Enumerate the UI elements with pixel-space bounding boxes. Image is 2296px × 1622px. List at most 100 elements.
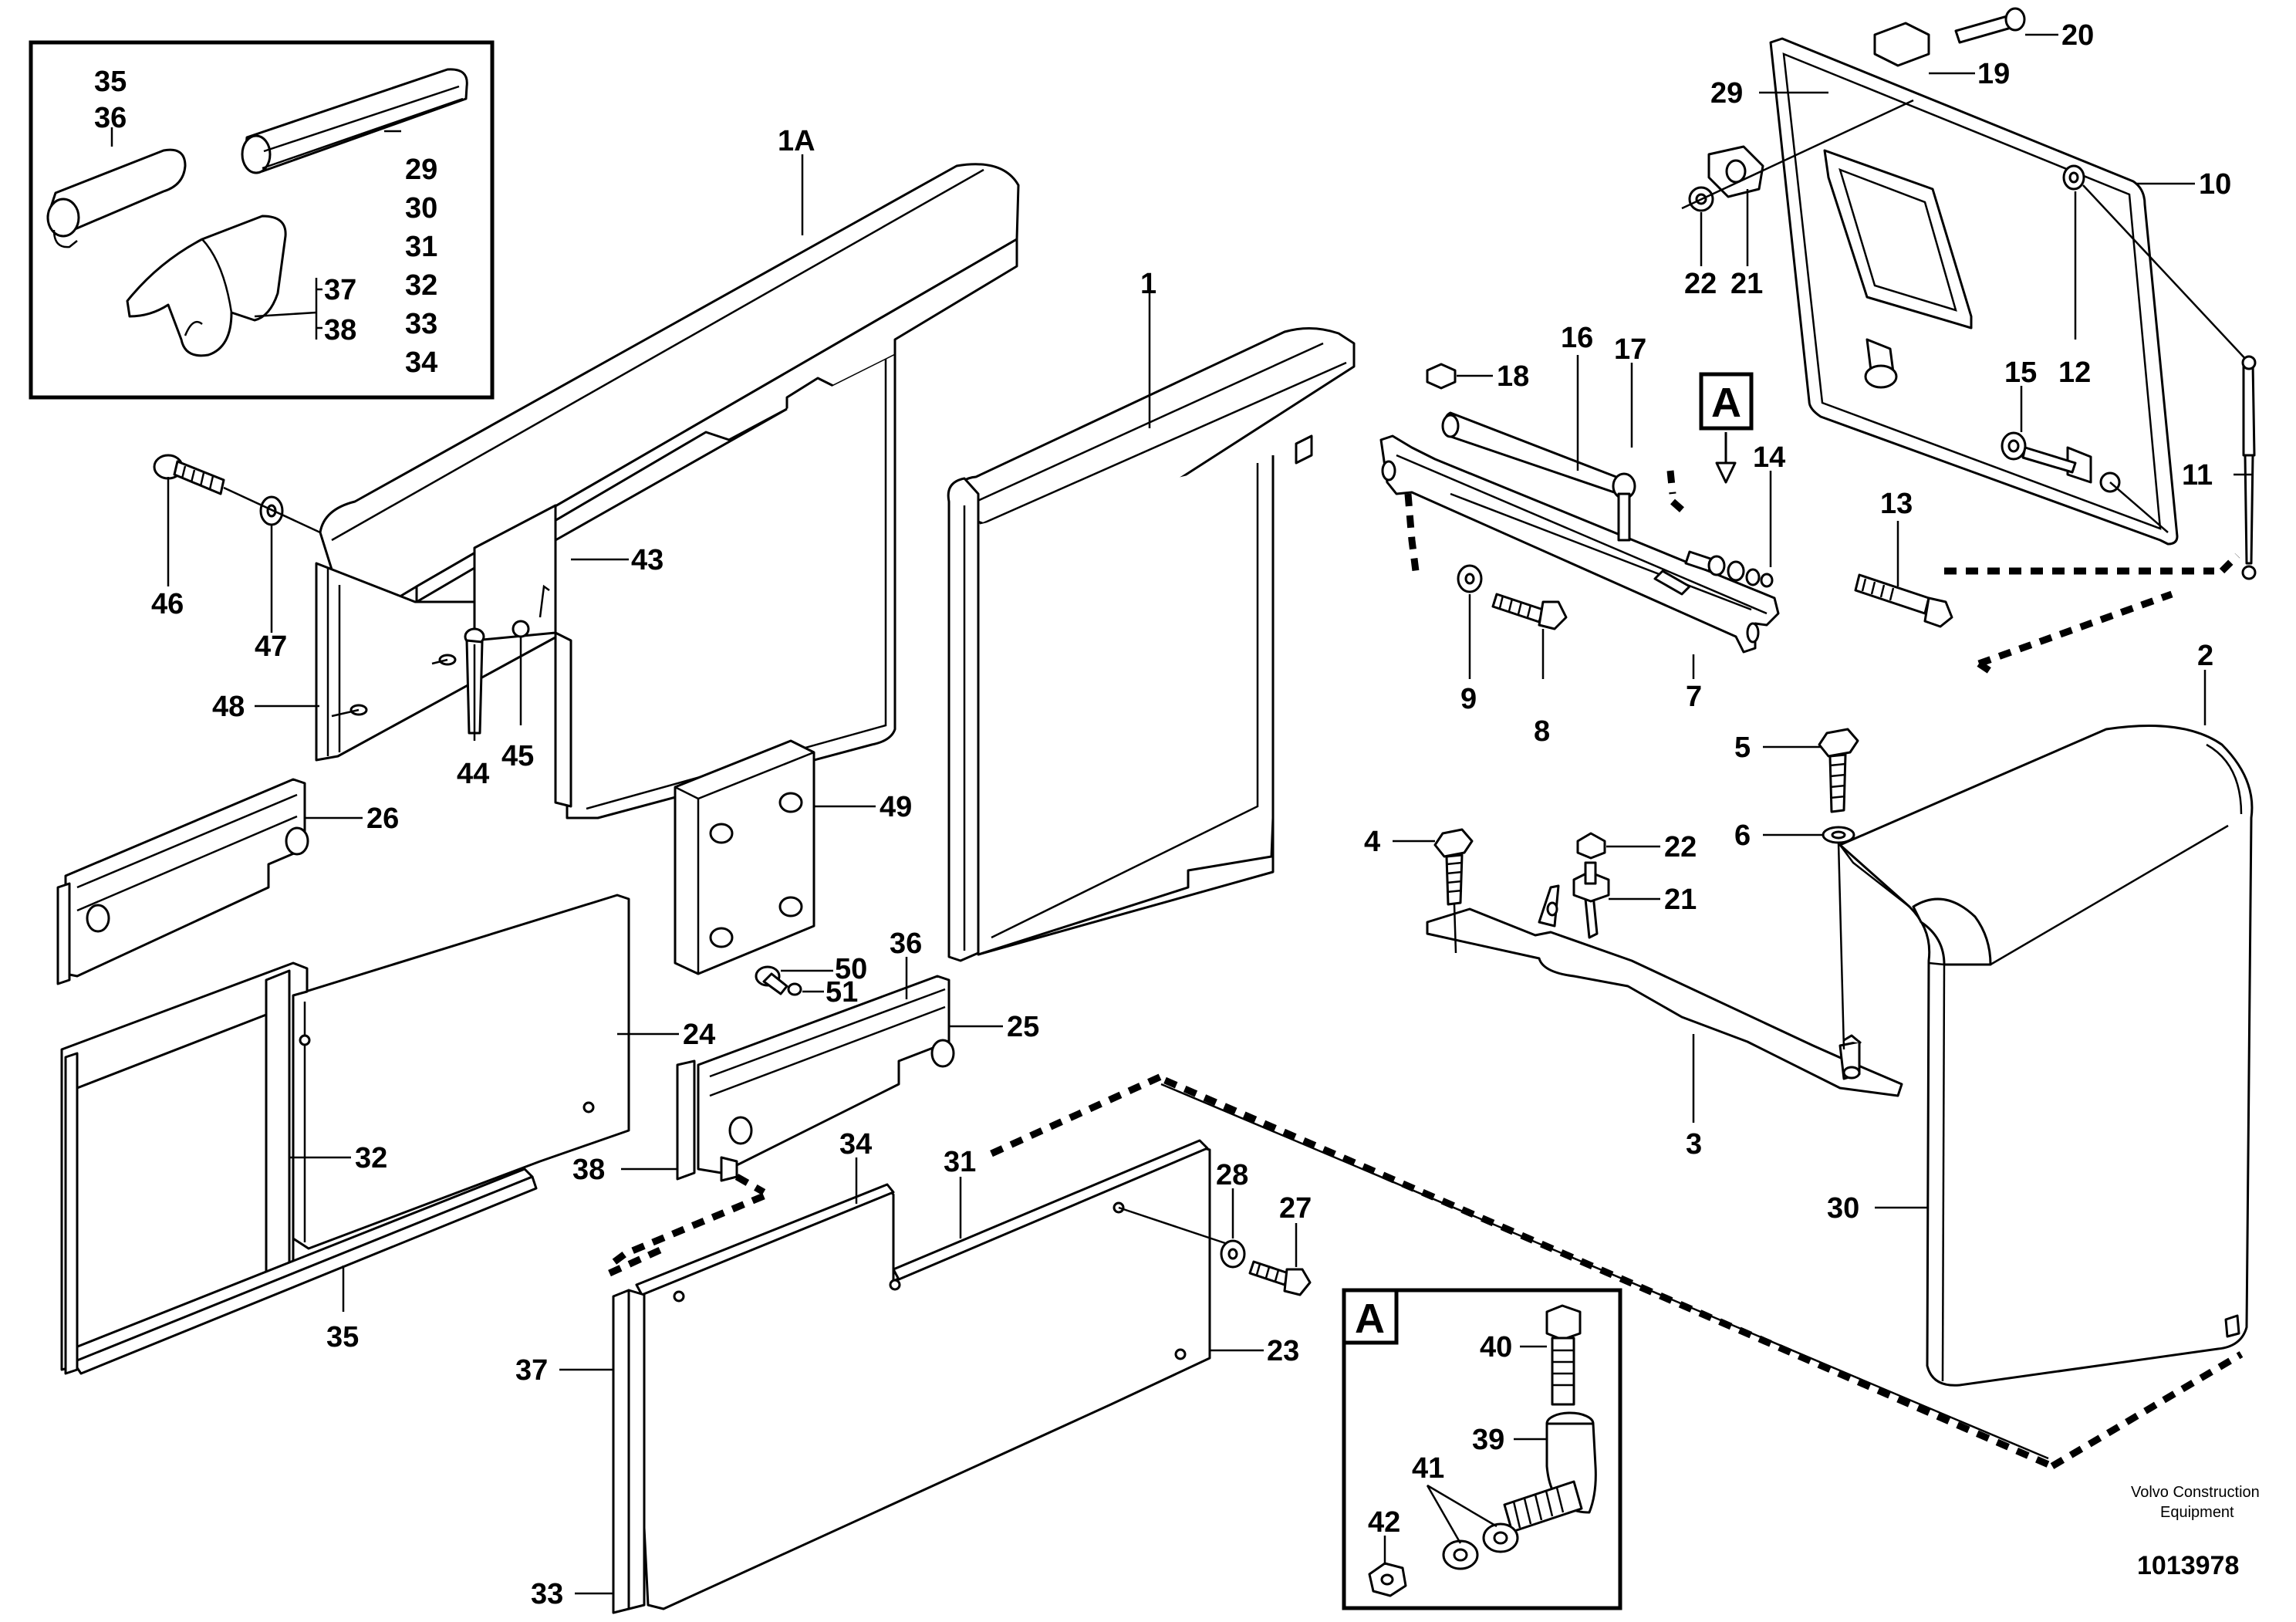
label-21: 21 [1730, 268, 1763, 300]
bolt-50 [755, 965, 788, 995]
label-37: 37 [515, 1354, 548, 1387]
bolt-5 [1818, 728, 1859, 813]
publisher-line-1: Volvo Construction [2131, 1484, 2260, 1501]
part-2-side-cover [1838, 725, 2254, 1387]
nut-42 [1368, 1562, 1407, 1597]
label-9: 9 [1460, 683, 1477, 715]
label-36: 36 [94, 102, 127, 134]
drawing-number: 1013978 [2137, 1551, 2239, 1580]
label-6: 6 [1734, 819, 1751, 852]
nut-18 [1426, 363, 1457, 390]
bolt-13 [1854, 573, 1953, 628]
view-A-label-top: A [1711, 380, 1741, 426]
washer-9 [1457, 564, 1483, 593]
bolt-27 [1248, 1260, 1312, 1296]
label-51: 51 [826, 976, 858, 1009]
washer-45 [512, 620, 530, 638]
seal-profile-37-38 [126, 215, 287, 357]
seal-profiles-inset: 35 36 29 30 31 32 33 34 37 38 [29, 40, 495, 400]
clip-19 [1873, 22, 1930, 67]
bolt-46 [153, 454, 225, 495]
part-1-cover [947, 326, 1356, 962]
label-31: 31 [405, 231, 437, 263]
bolt-8 [1491, 593, 1568, 630]
label-12: 12 [2058, 357, 2091, 389]
label-17: 17 [1614, 333, 1646, 366]
part-24-panel [292, 894, 630, 1250]
view-A-label-bottom: A [1355, 1296, 1385, 1342]
label-49: 49 [880, 791, 912, 823]
label-34: 34 [839, 1128, 872, 1161]
washer-12 [2062, 164, 2085, 191]
label-30: 30 [405, 192, 437, 225]
part-37-seal [612, 1289, 646, 1614]
label-22-lower: 22 [1664, 831, 1697, 863]
seal-profile-29-34 [241, 68, 468, 174]
label-44: 44 [457, 758, 489, 790]
label-8: 8 [1534, 715, 1550, 748]
bolt-20 [1954, 7, 2026, 44]
washers-41 [1442, 1522, 1519, 1570]
detail-A-inset: A 40 39 41 42 [1342, 1288, 1622, 1610]
label-7: 7 [1686, 681, 1702, 713]
label-32: 32 [355, 1142, 387, 1174]
publisher-line-2: Equipment [2160, 1504, 2234, 1521]
label-14: 14 [1753, 441, 1785, 474]
nut-51 [787, 982, 802, 996]
part-1A-cover [315, 163, 1020, 819]
gas-strut-11 [2082, 184, 2257, 580]
washer-6 [1822, 826, 1855, 844]
label-20: 20 [2061, 19, 2094, 52]
label-35: 35 [326, 1321, 359, 1353]
label-36: 36 [890, 928, 922, 960]
label-30: 30 [1827, 1192, 1859, 1225]
label-43: 43 [631, 544, 663, 576]
label-46: 46 [151, 588, 184, 620]
label-29: 29 [405, 154, 437, 186]
label-38: 38 [324, 314, 356, 346]
label-11: 11 [2182, 459, 2213, 492]
label-42: 42 [1368, 1506, 1400, 1539]
label-4: 4 [1364, 826, 1380, 858]
part-3-plate [1426, 884, 1903, 1097]
label-33: 33 [405, 308, 437, 340]
nut-22-lower [1576, 832, 1606, 860]
label-35: 35 [94, 66, 127, 98]
label-1A: 1A [778, 125, 815, 157]
label-39: 39 [1472, 1424, 1504, 1456]
label-41: 41 [1412, 1452, 1444, 1485]
label-45: 45 [501, 740, 534, 772]
hinge-pin-14 [1684, 550, 1774, 588]
label-23: 23 [1267, 1335, 1299, 1367]
pin-17 [1612, 472, 1636, 542]
banjo-fitting-39 [1503, 1411, 1597, 1533]
label-47: 47 [255, 630, 287, 663]
label-26: 26 [366, 803, 399, 835]
label-5: 5 [1734, 732, 1751, 764]
stud-21-lower [1572, 861, 1610, 903]
label-19: 19 [1977, 58, 2010, 90]
label-31: 31 [944, 1146, 976, 1178]
label-27: 27 [1279, 1192, 1312, 1225]
label-32: 32 [405, 269, 437, 302]
part-7-bracket [1379, 434, 1780, 654]
seal-profile-36 [46, 148, 187, 248]
label-15: 15 [2004, 357, 2037, 389]
label-38: 38 [572, 1154, 605, 1186]
label-21-lower: 21 [1664, 884, 1697, 916]
label-13: 13 [1880, 488, 1913, 520]
label-34: 34 [405, 346, 437, 379]
hinge-21 [1707, 145, 1764, 198]
label-40: 40 [1480, 1331, 1512, 1363]
label-2: 2 [2197, 640, 2213, 672]
part-49-rubber-block [674, 739, 815, 975]
label-48: 48 [212, 691, 245, 723]
label-28: 28 [1216, 1159, 1248, 1191]
label-29: 29 [1710, 77, 1743, 110]
bolt-40 [1545, 1304, 1582, 1406]
label-10: 10 [2199, 168, 2231, 201]
label-24: 24 [683, 1019, 715, 1051]
part-25-channel [676, 975, 955, 1182]
bolt-4 [1433, 828, 1474, 954]
